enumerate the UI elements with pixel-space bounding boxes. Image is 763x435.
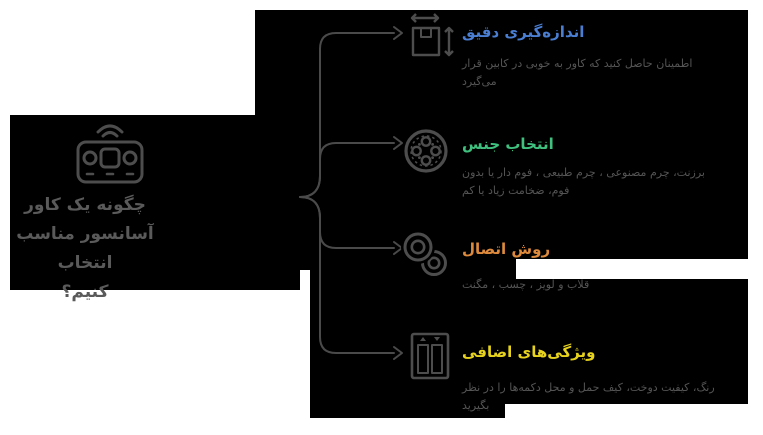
- arrow-icon: [393, 26, 403, 40]
- background-gap: [505, 404, 763, 418]
- item-description: اطمینان حاصل کنید که کاور به خوبی در کاب…: [462, 57, 693, 88]
- elevator-icon: [410, 332, 450, 380]
- button-material-icon: [404, 129, 448, 173]
- measurement-box-icon: [410, 13, 454, 57]
- connector-background: [255, 10, 315, 270]
- item-title: روش اتصال: [462, 240, 551, 258]
- items-column-background: [310, 10, 748, 418]
- background-gap: [516, 259, 763, 279]
- linked-rings-icon: [401, 230, 447, 276]
- item-title: انتخاب جنس: [462, 135, 554, 153]
- item-title: ویژگی‌های اضافی: [462, 343, 596, 361]
- remote-control-icon: [76, 124, 144, 184]
- item-title: اندازه‌گیری دقیق: [462, 23, 585, 41]
- item-description: رنگ، کیفیت دوخت، کیف حمل و محل دکمه‌ها ر…: [462, 381, 715, 412]
- item-description: برزنت، چرم مصنوعی ، چرم طبیعی ، فوم دار …: [462, 166, 705, 197]
- main-question-title: چگونه یک کاور آسانسور مناسب انتخاب کنیم؟: [16, 195, 154, 302]
- question-card-background: [10, 115, 300, 290]
- arrow-icon: [393, 136, 403, 150]
- item-description: قلاب و لویز ، چسب ، مگنت: [462, 278, 590, 291]
- arrow-icon: [393, 346, 403, 360]
